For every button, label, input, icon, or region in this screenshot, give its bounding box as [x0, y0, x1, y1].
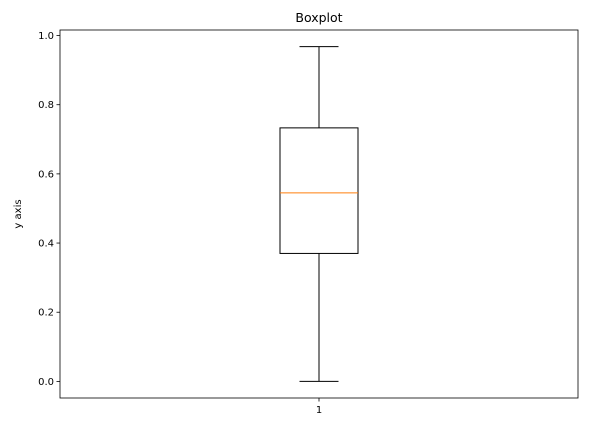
y-axis-label: y axis — [13, 199, 24, 228]
x-tick-label: 1 — [316, 405, 322, 416]
y-tick-label: 0.2 — [38, 308, 54, 319]
plot-area: 0.0 0.2 0.4 0.6 0.8 1.0 1 — [38, 29, 579, 416]
y-tick-label: 0.6 — [38, 169, 54, 180]
y-tick-label: 0.0 — [38, 377, 54, 388]
y-tick-label: 1.0 — [38, 31, 54, 42]
y-tick-label: 0.4 — [38, 239, 54, 250]
y-tick-label: 0.8 — [38, 100, 54, 111]
iqr-box — [279, 127, 359, 254]
chart-title: Boxplot — [295, 10, 342, 25]
